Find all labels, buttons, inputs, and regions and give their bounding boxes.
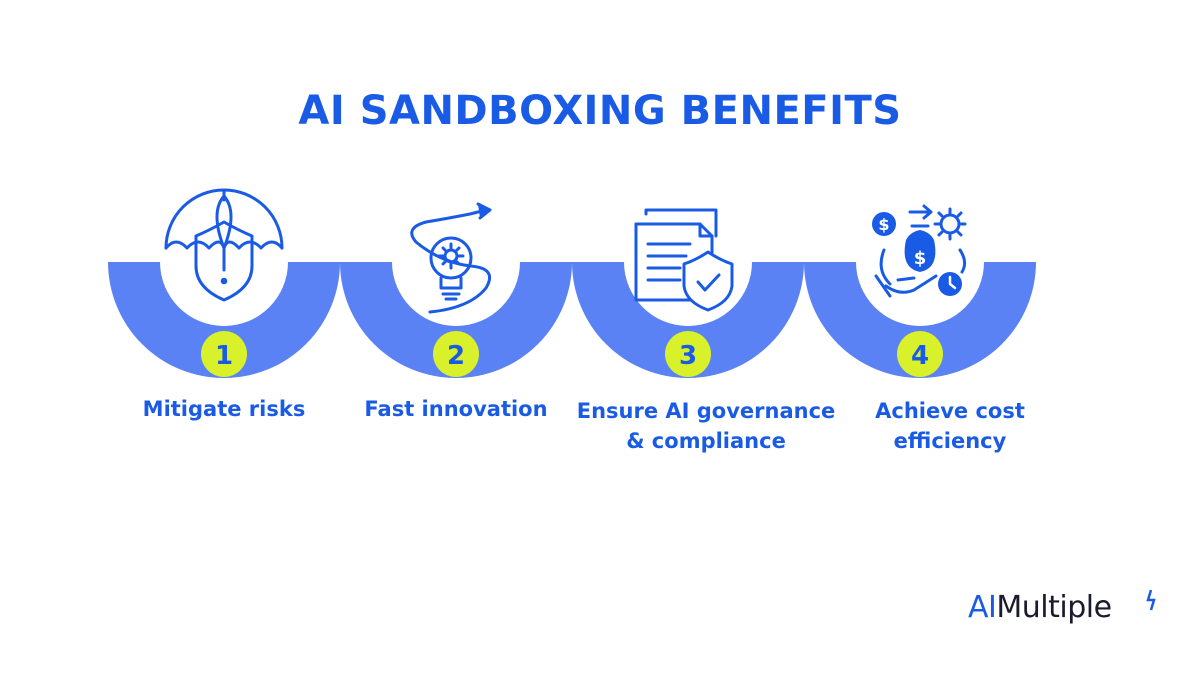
brand-logo: AIMultiple [968,590,1112,625]
lightbulb-gear-arrow-icon [410,202,492,314]
badge-number-2: 2 [447,341,465,371]
logo-suffix: Multiple [996,590,1112,625]
badge-number-1: 1 [215,341,233,371]
arc-4 [804,262,1036,378]
badge-3: 3 [665,331,711,377]
svg-text:$: $ [914,248,927,269]
umbrella-shield-icon [164,188,284,302]
arc-3 [572,262,804,378]
arc-1 [108,262,340,378]
benefit-label-4: Achieve cost efficiency [875,399,1025,453]
badge-1: 1 [201,331,247,377]
logo-prefix: AI [968,590,997,625]
benefit-label-1: Mitigate risks [142,397,306,421]
arc-segments [108,262,1036,378]
arc-2 [340,262,572,378]
badge-2: 2 [433,331,479,377]
money-bag-hand-gear-clock-icon: $ $ [872,204,967,298]
badge-number-3: 3 [679,341,697,371]
badge-4: 4 [897,331,943,377]
svg-text:$: $ [878,215,889,234]
logo-mark-icon [1146,589,1156,611]
benefit-label-3: Ensure AI governance & compliance [576,399,836,453]
document-shield-check-icon [634,208,734,312]
benefit-label-2: Fast innovation [364,397,548,421]
badge-number-4: 4 [911,341,929,371]
page-title: AI SANDBOXING BENEFITS [298,88,902,134]
